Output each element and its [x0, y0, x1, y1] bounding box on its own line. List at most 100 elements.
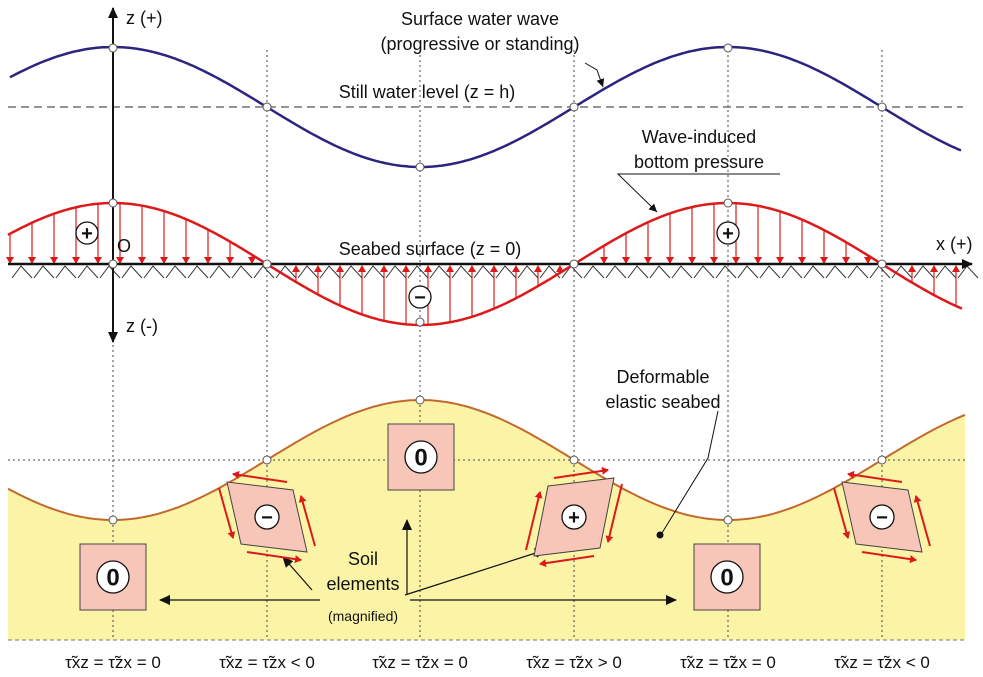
- element-sign: 0: [414, 445, 427, 472]
- node-marker: [415, 317, 425, 327]
- hatch-mark: [473, 265, 495, 279]
- hatch-mark: [781, 265, 803, 279]
- node-marker: [569, 259, 579, 269]
- shear-condition-label: τ̃xz = τ̃zx = 0: [680, 653, 776, 672]
- hatch-mark: [759, 265, 781, 279]
- hatch-mark: [231, 265, 253, 279]
- shear-condition-label: τ̃xz = τ̃zx = 0: [65, 653, 161, 672]
- node-marker: [877, 455, 887, 465]
- node-marker: [108, 43, 118, 53]
- shear-condition-label: τ̃xz = τ̃zx < 0: [834, 653, 930, 672]
- node-marker: [262, 259, 272, 269]
- node-marker: [723, 515, 733, 525]
- seabed-surface-label: Seabed surface (z = 0): [339, 239, 522, 259]
- shear-condition-labels: τ̃xz = τ̃zx = 0 τ̃xz = τ̃zx < 0 τ̃xz = τ̃z…: [65, 653, 930, 672]
- soil-arrow-upleft: [282, 556, 313, 591]
- origin-label: O: [117, 236, 131, 256]
- soil-label-1: Soil: [348, 549, 378, 569]
- node-markers: [108, 43, 887, 525]
- shear-arrow: [553, 466, 609, 479]
- hatch-mark: [407, 265, 429, 279]
- seabed-hatching: [11, 265, 979, 279]
- hatch-mark: [495, 265, 517, 279]
- hatch-mark: [363, 265, 385, 279]
- hatch-mark: [737, 265, 759, 279]
- leader-deformable: [661, 410, 719, 534]
- shear-arrow: [833, 487, 851, 539]
- hatch-mark: [11, 265, 33, 279]
- pressure-label-1: Wave-induced: [642, 127, 756, 147]
- deformable-leader-dot: [656, 531, 664, 539]
- node-marker: [262, 102, 272, 112]
- hatch-mark: [451, 265, 473, 279]
- z-plus-label: z (+): [126, 8, 163, 28]
- node-marker: [877, 259, 887, 269]
- shear-arrow: [298, 495, 316, 547]
- pressure-arrows: [6, 203, 960, 325]
- node-marker: [108, 198, 118, 208]
- sign-plus: +: [81, 223, 93, 245]
- element-sign-circle: [404, 440, 438, 474]
- deformable-seabed-body: [8, 400, 965, 640]
- hatch-mark: [99, 265, 121, 279]
- soil-element-arrows: [159, 519, 677, 605]
- node-marker: [723, 43, 733, 53]
- pressure-sign-left: +: [75, 221, 99, 245]
- hatch-mark: [143, 265, 165, 279]
- shear-condition-label: τ̃xz = τ̃zx = 0: [372, 653, 468, 672]
- hatch-mark: [165, 265, 187, 279]
- sign-minus: −: [414, 287, 426, 309]
- shear-arrow: [861, 551, 917, 564]
- soil-label-3: (magnified): [328, 608, 398, 624]
- surface-wave-label-2: (progressive or standing): [380, 34, 579, 54]
- pressure-label-2: bottom pressure: [634, 152, 764, 172]
- node-marker: [569, 102, 579, 112]
- hatch-mark: [209, 265, 231, 279]
- node-marker: [415, 395, 425, 405]
- surface-wave-label-1: Surface water wave: [401, 9, 559, 29]
- shear-arrow: [605, 483, 623, 543]
- node-marker: [723, 198, 733, 208]
- hatch-mark: [385, 265, 407, 279]
- hatch-mark: [913, 265, 935, 279]
- shear-arrow: [913, 495, 931, 547]
- hatch-mark: [803, 265, 825, 279]
- element-sign: −: [876, 507, 888, 529]
- hatch-mark: [319, 265, 341, 279]
- node-marker: [108, 259, 118, 269]
- shear-arrow: [246, 551, 302, 564]
- hatch-mark: [583, 265, 605, 279]
- shear-arrow: [539, 555, 595, 568]
- node-marker: [415, 162, 425, 172]
- hatch-mark: [891, 265, 913, 279]
- sign-plus: +: [722, 223, 734, 245]
- leader-surface-wave: [584, 62, 605, 88]
- shear-condition-label: τ̃xz = τ̃zx < 0: [219, 653, 315, 672]
- element-sign-circle: [869, 504, 895, 530]
- node-marker: [262, 455, 272, 465]
- deformable-label-2: elastic seabed: [605, 392, 720, 412]
- element-sign-circle: [254, 504, 280, 530]
- deformable-label-1: Deformable: [616, 367, 709, 387]
- hatch-mark: [121, 265, 143, 279]
- element-sign: +: [568, 507, 580, 529]
- element-sign-circle: [96, 560, 130, 594]
- hatch-mark: [605, 265, 627, 279]
- still-water-label: Still water level (z = h): [339, 82, 516, 102]
- hatch-mark: [517, 265, 539, 279]
- x-plus-label: x (+): [936, 234, 973, 254]
- shear-condition-label: τ̃xz = τ̃zx > 0: [526, 653, 622, 672]
- hatch-mark: [539, 265, 561, 279]
- deformed-seabed-surface-curve: [7, 399, 966, 521]
- hatch-mark: [957, 265, 979, 279]
- hatch-mark: [847, 265, 869, 279]
- soil-label-2: elements: [326, 574, 399, 594]
- shear-arrow: [847, 470, 903, 483]
- hatch-mark: [77, 265, 99, 279]
- node-marker: [569, 455, 579, 465]
- hatch-mark: [693, 265, 715, 279]
- node-marker: [877, 102, 887, 112]
- hatch-mark: [187, 265, 209, 279]
- hatch-mark: [55, 265, 77, 279]
